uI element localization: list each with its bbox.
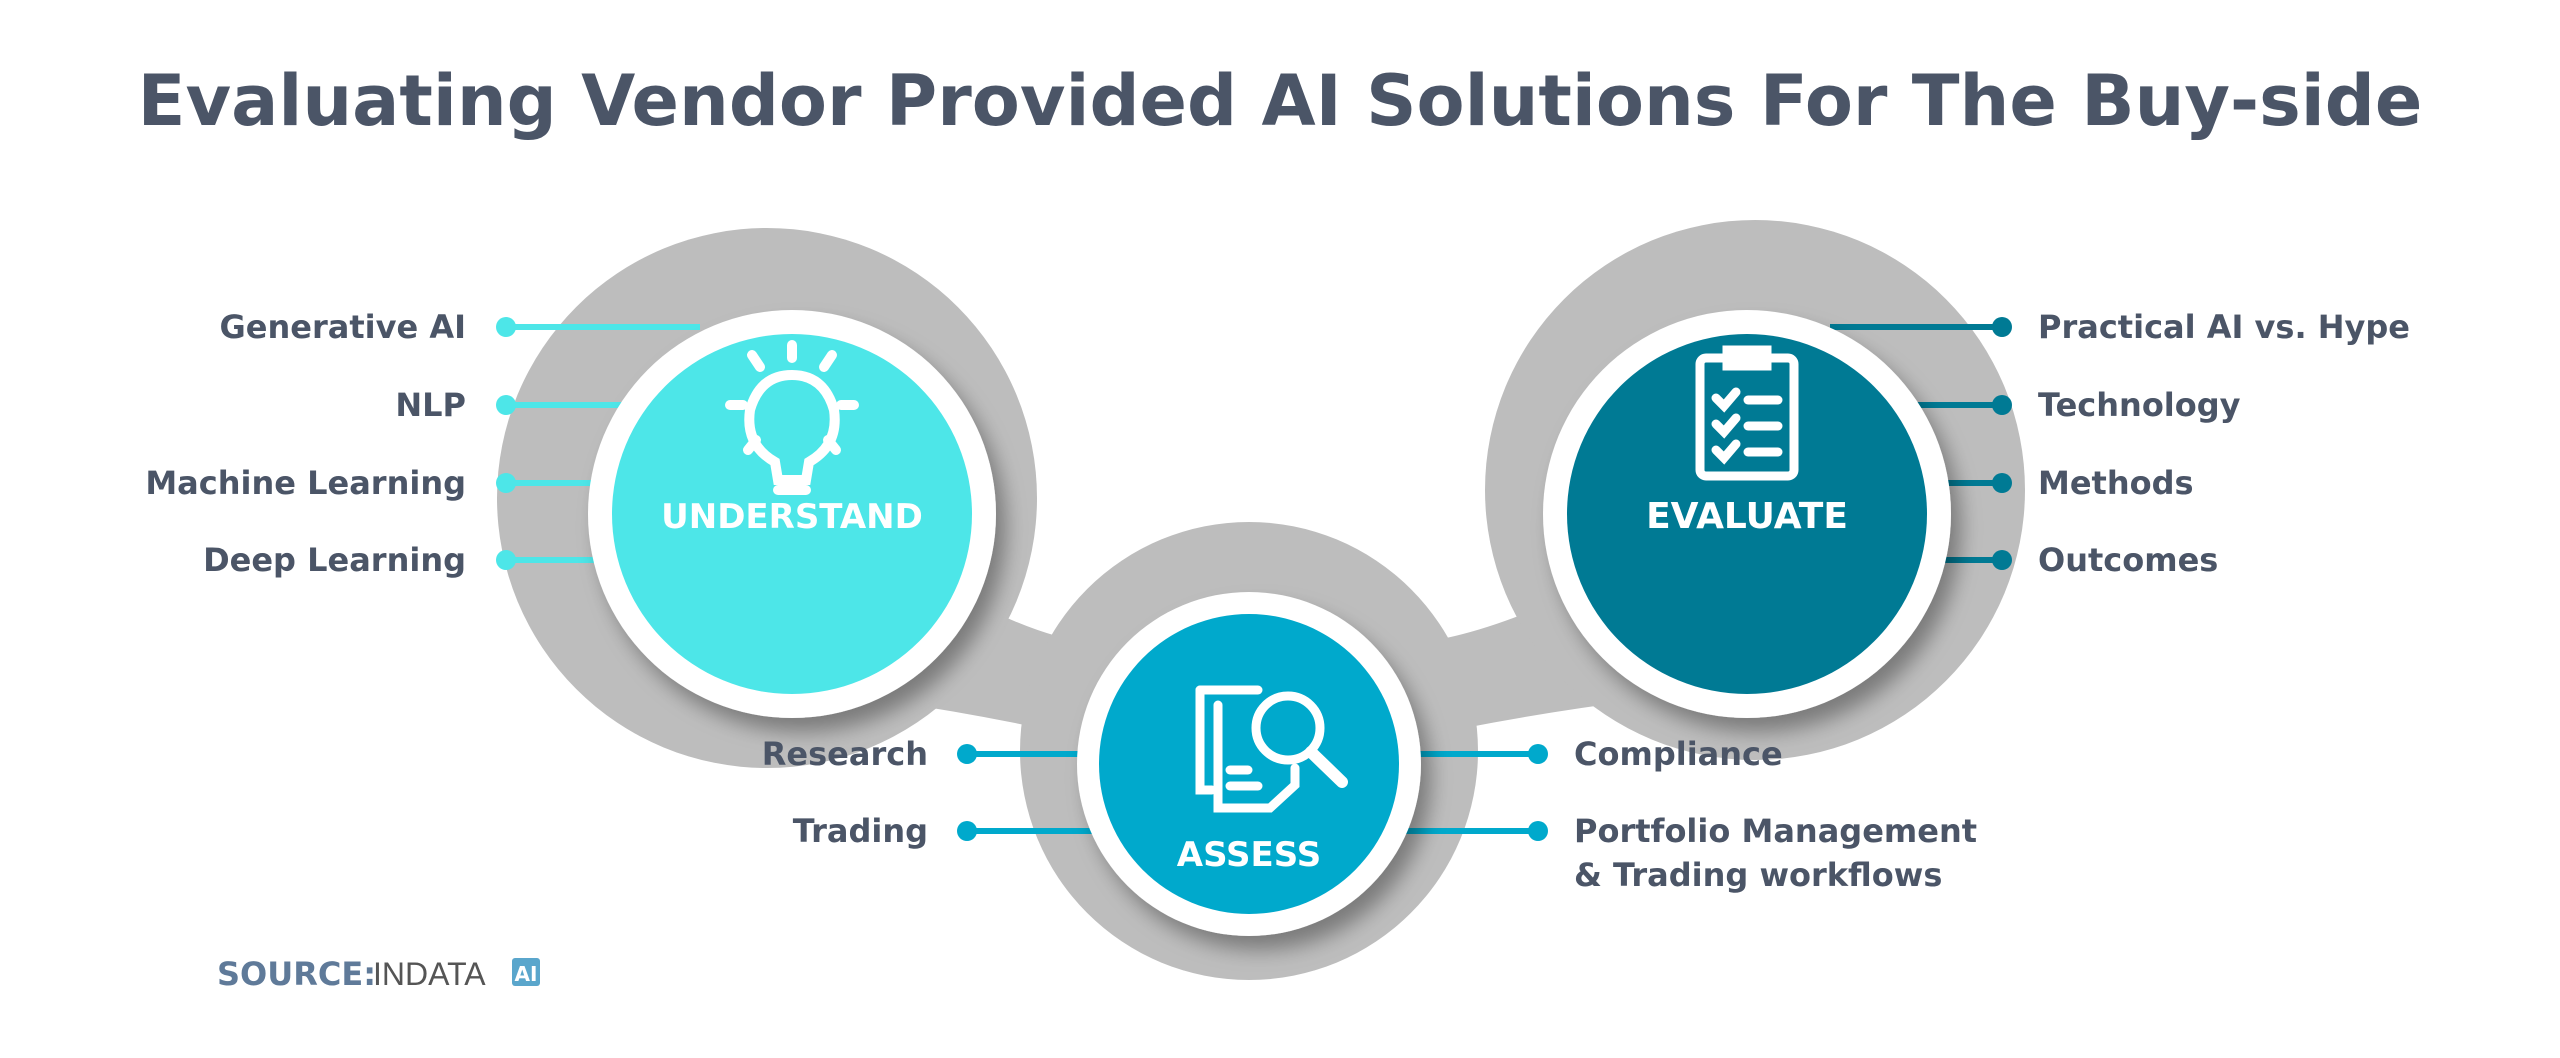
document-search-icon [1195, 685, 1348, 813]
evaluate-item: Practical AI vs. Hype [2038, 308, 2410, 346]
assess-dots [957, 744, 1548, 841]
clipboard-checklist-icon [1695, 345, 1799, 481]
assess-item: Trading [793, 812, 928, 850]
evaluate-item: Outcomes [2038, 541, 2218, 579]
understand-item: Generative AI [220, 308, 466, 346]
understand-label: UNDERSTAND [661, 497, 923, 537]
assess-item: Portfolio Management [1574, 812, 1977, 850]
page-title: Evaluating Vendor Provided AI Solutions … [138, 60, 2423, 142]
source-credit: SOURCE: INDATA AI [217, 955, 540, 993]
brand-badge-text: AI [515, 962, 538, 986]
understand-item: Machine Learning [145, 464, 466, 502]
understand-item: Deep Learning [203, 541, 466, 579]
evaluate-item: Methods [2038, 464, 2194, 502]
understand-node: UNDERSTAND [588, 310, 996, 718]
assess-item: Research [762, 735, 928, 773]
understand-dots [496, 317, 516, 570]
evaluate-dots [1992, 317, 2012, 570]
assess-label: ASSESS [1177, 835, 1321, 875]
source-brand: INDATA [373, 956, 486, 992]
brand-badge [512, 958, 540, 986]
source-label: SOURCE: [217, 955, 376, 993]
evaluate-item: Technology [2038, 386, 2241, 424]
assess-node: ASSESS [1077, 592, 1421, 936]
lightbulb-icon [725, 340, 859, 495]
evaluate-node: EVALUATE [1543, 310, 1951, 718]
assess-item: Compliance [1574, 735, 1783, 773]
evaluate-label: EVALUATE [1646, 496, 1848, 537]
understand-item: NLP [395, 386, 466, 424]
assess-item: & Trading workflows [1574, 856, 1942, 894]
